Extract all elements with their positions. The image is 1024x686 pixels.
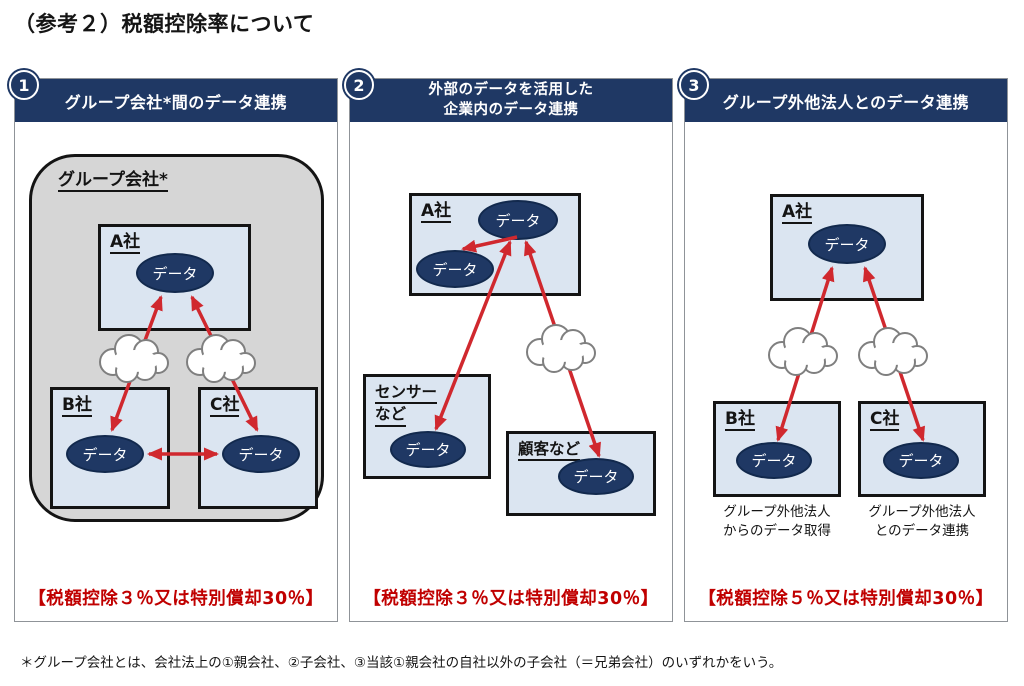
panel-3-header: グループ外他法人とのデータ連携 [685, 79, 1007, 122]
panel-2-number: 2 [353, 75, 365, 95]
company-a-label: A社 [782, 202, 813, 225]
company-a-label: A社 [110, 232, 141, 255]
tax-deduction-note-3: 【税額控除５％又は特別償却30％】 [698, 589, 994, 609]
group-company-footnote: ＊グループ会社とは、会社法上の①親会社、②子会社、③当該①親会社の自社以外の子会… [20, 655, 783, 671]
company-b-label: B社 [725, 409, 755, 432]
company-c-label: C社 [210, 395, 240, 418]
company-a-data-oval: データ [808, 224, 886, 264]
panel-2-title-line2: 企業内のデータ連携 [443, 101, 579, 118]
data-label: データ [405, 441, 451, 459]
cloud-icon [526, 324, 596, 373]
company-b-caption-line1: グループ外他法人 [723, 504, 831, 520]
panel-3-number-badge: 3 [679, 70, 709, 100]
cloud-icon [858, 327, 928, 376]
company-a-data-oval-secondary: データ [416, 250, 494, 288]
panel-2-header: 外部のデータを活用した 企業内のデータ連携 [350, 79, 672, 122]
data-label: データ [573, 468, 619, 486]
data-label: データ [152, 264, 198, 283]
panel-external-data-linkage: 2 外部のデータを活用した 企業内のデータ連携 A社 データ データ センサー … [344, 70, 673, 622]
data-label: データ [495, 211, 541, 230]
company-c-caption-line2: とのデータ連携 [874, 522, 970, 539]
tax-deduction-note-1: 【税額控除３％又は特別償却30％】 [28, 589, 324, 609]
company-b-data-oval: データ [66, 435, 144, 473]
panel-1-title: グループ会社*間のデータ連携 [64, 92, 288, 112]
group-company-label: グループ会社* [58, 170, 168, 193]
company-c-data-oval: データ [883, 442, 959, 479]
panel-3-number: 3 [688, 75, 700, 95]
customer-data-oval: データ [558, 458, 634, 495]
data-label: データ [432, 260, 478, 279]
panel-2-title-line1: 外部のデータを活用した [428, 81, 594, 98]
panel-1-number-badge: 1 [9, 70, 39, 100]
company-c-caption: グループ外他法人 とのデータ連携 [846, 503, 998, 541]
company-a-label: A社 [421, 201, 452, 224]
panel-group-company-linkage: 1 グループ会社*間のデータ連携 グループ会社* A社 データ B社 データ C… [9, 70, 338, 622]
company-c-data-oval: データ [222, 435, 300, 473]
sensor-label-line1: センサー [375, 383, 438, 405]
data-flow-arrows-layer [434, 235, 601, 458]
panel-outside-group-linkage: 3 グループ外他法人とのデータ連携 A社 データ B社 データ C社 データ グ… [679, 70, 1008, 622]
data-label: データ [82, 445, 128, 464]
sensor-label-line2: など [375, 405, 407, 427]
company-c-caption-line1: グループ外他法人 [868, 504, 976, 520]
panel-3-title: グループ外他法人とのデータ連携 [722, 92, 970, 112]
company-b-caption-line2: からのデータ取得 [723, 522, 831, 539]
panel-2-number-badge: 2 [344, 70, 374, 100]
data-label: データ [238, 445, 284, 464]
panel-1-number: 1 [18, 75, 30, 95]
customer-label: 顧客など [518, 440, 581, 462]
cloud-icon [768, 327, 838, 376]
tax-deduction-note-2: 【税額控除３％又は特別償却30％】 [363, 589, 659, 609]
company-a-data-oval: データ [136, 253, 214, 293]
company-a-data-oval-primary: データ [478, 200, 558, 240]
company-b-caption: グループ外他法人 からのデータ取得 [701, 503, 853, 541]
company-b-label: B社 [62, 395, 92, 418]
sensor-data-oval: データ [390, 431, 466, 468]
panel-1-header: グループ会社*間のデータ連携 [15, 79, 337, 122]
page-title: （参考２）税額控除率について [14, 12, 315, 36]
company-b-data-oval: データ [736, 442, 812, 479]
data-label: データ [751, 452, 797, 470]
data-label: データ [824, 235, 870, 254]
data-label: データ [898, 452, 944, 470]
company-c-label: C社 [870, 409, 900, 432]
data-flow-arrows-layer [768, 266, 928, 442]
